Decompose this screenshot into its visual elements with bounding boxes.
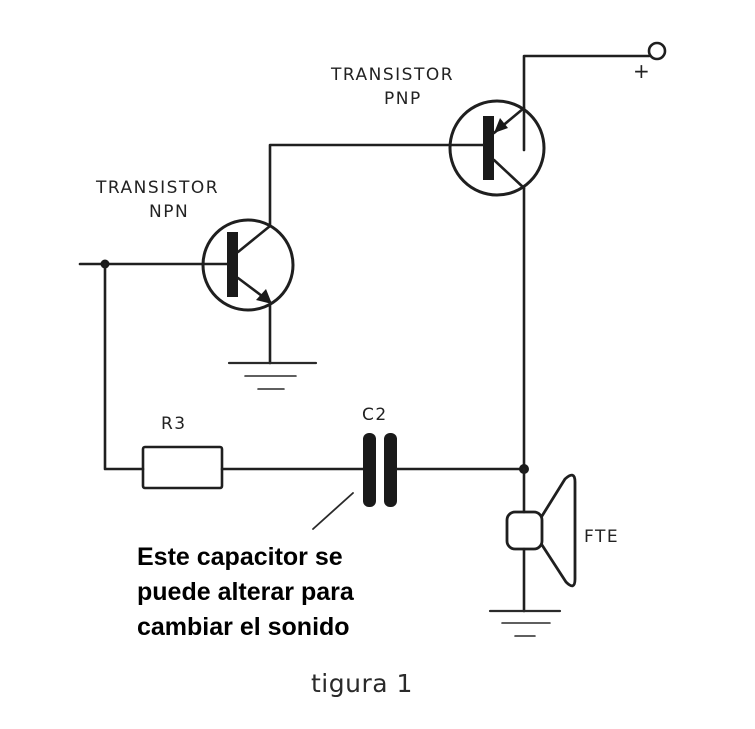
pnp-base-bar (483, 116, 494, 180)
supply-plus-label: + (633, 59, 651, 83)
resistor-r3-body (141, 445, 224, 490)
annotation-line: cambiar el sonido (137, 613, 350, 641)
pnp-label-line2: PNP (384, 89, 422, 109)
resistor-r3: R3 (141, 414, 224, 490)
speaker-ground-symbol (488, 609, 562, 637)
pnp-emitter-arrow (494, 118, 508, 133)
npn-label-line1: TRANSISTOR (95, 178, 219, 198)
capacitor-c2-label: C2 (362, 405, 388, 425)
capacitor-c2-plate-right (384, 433, 397, 507)
supply-terminal-circle (647, 41, 667, 61)
npn-transistor: TRANSISTOR NPN (95, 178, 295, 312)
speaker-magnet (505, 510, 544, 551)
npn-emitter-arrow (256, 289, 272, 304)
resistor-r3-label: R3 (161, 414, 187, 434)
npn-collector-to-pnp-base-wire (268, 143, 485, 227)
capacitor-annotation: Este capacitor se puede alterar para cam… (137, 540, 354, 645)
pnp-collector-lead (492, 158, 526, 190)
npn-collector-lead (236, 224, 272, 254)
npn-label-line2: NPN (149, 202, 189, 222)
speaker-fte: FTE (505, 473, 619, 588)
supply-wire (522, 54, 651, 152)
pnp-transistor-body (448, 99, 546, 197)
figure-caption: tigura 1 (311, 669, 413, 698)
npn-ground-symbol (227, 361, 318, 390)
annotation-line: Este capacitor se (137, 543, 343, 571)
pnp-transistor: TRANSISTOR PNP (330, 65, 546, 197)
speaker-fte-label: FTE (584, 527, 619, 547)
annotation-line: puede alterar para (137, 578, 354, 606)
pnp-label-line1: TRANSISTOR (330, 65, 454, 85)
annotation-pointer-line (312, 492, 354, 530)
supply-terminal: + (522, 41, 667, 152)
speaker-cone (540, 473, 577, 588)
capacitor-c2: C2 (362, 405, 397, 507)
capacitor-c2-plate-left (363, 433, 376, 507)
feedback-wire-left (103, 262, 145, 471)
npn-base-bar (227, 232, 238, 297)
